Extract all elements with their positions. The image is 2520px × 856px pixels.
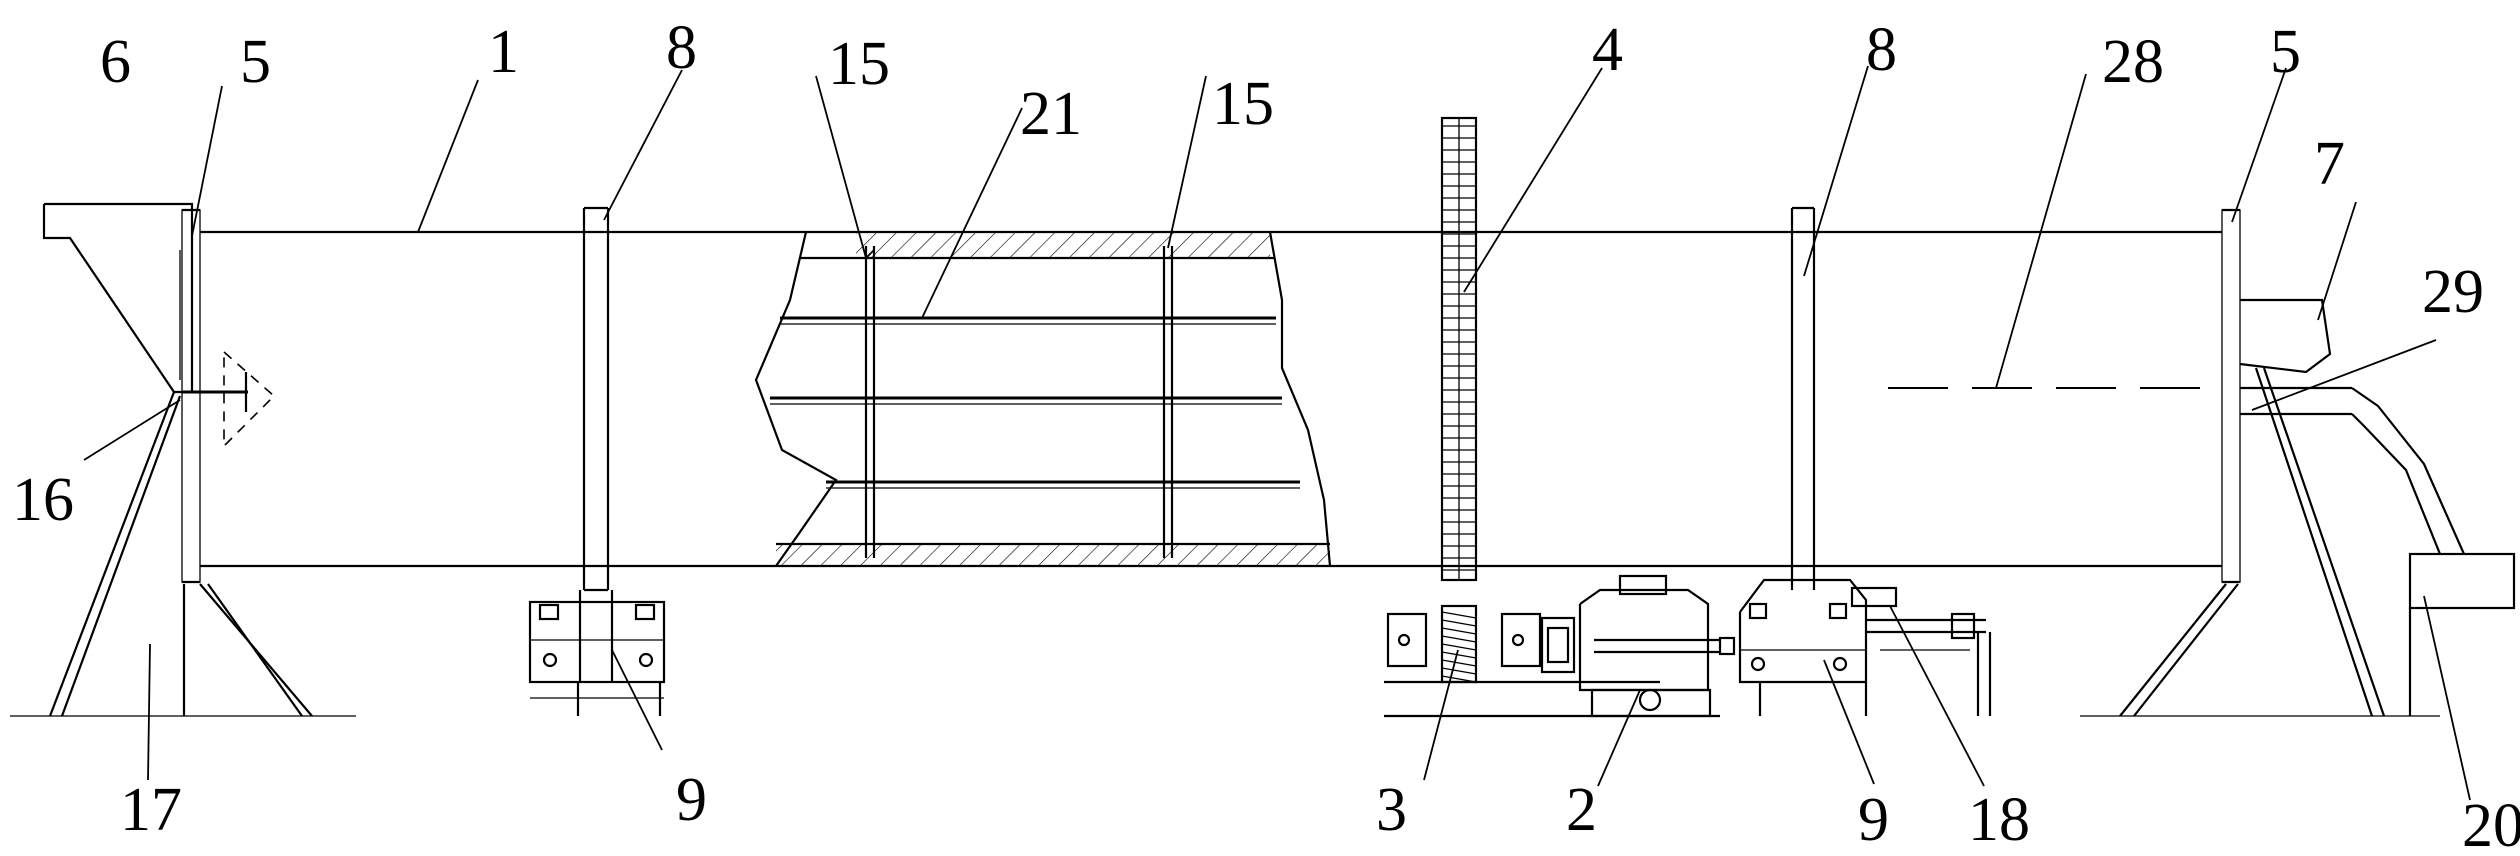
label-6: 6 bbox=[100, 28, 131, 96]
burner-pipe bbox=[1888, 386, 2466, 555]
label-17: 17 bbox=[120, 776, 182, 844]
feed-nozzle bbox=[182, 351, 276, 448]
label-4: 4 bbox=[1592, 16, 1623, 84]
label-5-left: 5 bbox=[240, 28, 271, 96]
part-labels: 1 6 5 8 15 21 15 4 8 28 5 7 29 16 17 9 3… bbox=[12, 14, 2520, 856]
pinion-tooth bbox=[1441, 651, 1477, 659]
feed-hood bbox=[42, 202, 194, 394]
pinion-tooth bbox=[1441, 619, 1477, 627]
pinion-tooth bbox=[1441, 659, 1477, 667]
pinion-gear bbox=[1440, 604, 1478, 684]
label-21: 21 bbox=[1020, 80, 1082, 148]
label-3: 3 bbox=[1376, 776, 1407, 844]
label-20: 20 bbox=[2462, 792, 2520, 856]
label-8-left: 8 bbox=[666, 14, 697, 82]
label-2: 2 bbox=[1566, 776, 1597, 844]
fan-box bbox=[2408, 552, 2516, 716]
label-5-right: 5 bbox=[2270, 18, 2301, 86]
pinion-tooth bbox=[1441, 643, 1477, 651]
pinion-tooth bbox=[1441, 635, 1477, 643]
label-7: 7 bbox=[2314, 130, 2345, 198]
label-16: 16 bbox=[12, 466, 74, 534]
label-29: 29 bbox=[2422, 258, 2484, 326]
label-8-right: 8 bbox=[1866, 16, 1897, 84]
pinion-tooth bbox=[1441, 667, 1477, 675]
riding-ring-right bbox=[1790, 206, 1816, 590]
pinion-tooth bbox=[1441, 627, 1477, 635]
label-28: 28 bbox=[2102, 28, 2164, 96]
cutaway-section bbox=[754, 231, 1332, 567]
discharge-chute bbox=[2239, 298, 2332, 374]
support-roller-right bbox=[1738, 578, 1868, 716]
label-1: 1 bbox=[488, 18, 519, 86]
support-roller-left bbox=[528, 590, 666, 716]
right-support-legs bbox=[2080, 367, 2440, 717]
label-18: 18 bbox=[1968, 786, 2030, 854]
label-15-right: 15 bbox=[1212, 70, 1274, 138]
left-support-legs bbox=[10, 391, 356, 717]
thrust-roller bbox=[1850, 586, 1992, 716]
pinion-tooth bbox=[1441, 611, 1477, 619]
drive-unit bbox=[1384, 574, 1736, 718]
girth-gear bbox=[1440, 116, 1478, 582]
label-15-left: 15 bbox=[828, 30, 890, 98]
leader-lines bbox=[83, 65, 2471, 801]
right-end-plate bbox=[2221, 208, 2241, 584]
label-9-right: 9 bbox=[1858, 786, 1889, 854]
riding-ring-left bbox=[582, 206, 610, 592]
label-9-left: 9 bbox=[676, 766, 707, 834]
